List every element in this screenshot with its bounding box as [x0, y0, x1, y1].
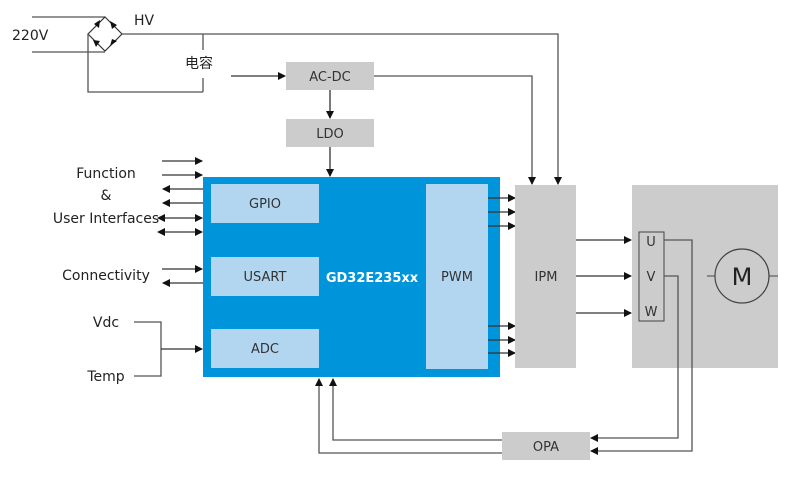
- opa-label: OPA: [533, 440, 559, 455]
- user-interfaces-label: User Interfaces: [53, 211, 159, 227]
- pwm-label: PWM: [441, 270, 473, 285]
- temp-label: Temp: [86, 369, 124, 385]
- pwm-block: PWM: [426, 184, 488, 369]
- ac-input-label: 220V: [12, 28, 49, 44]
- capacitor-label: 电容: [185, 55, 213, 72]
- ipm-to-motor-arrows: [576, 236, 632, 317]
- phase-terminal-box: [638, 231, 665, 322]
- bridge-rectifier-icon: [87, 16, 123, 52]
- adc-label: ADC: [251, 342, 279, 357]
- ldo-block: LDO: [286, 119, 374, 147]
- phase-w-label: W: [645, 305, 658, 320]
- ampersand-label: &: [101, 188, 112, 204]
- motor-label: M: [732, 263, 753, 291]
- gpio-block: GPIO: [211, 184, 319, 223]
- gpio-signal-arrows: [157, 157, 203, 236]
- opa-to-adc-wire-2: [315, 378, 502, 454]
- motor-block: U V W M: [632, 185, 778, 368]
- adc-block: ADC: [211, 329, 319, 368]
- phase-u-label: U: [646, 235, 656, 250]
- function-label: Function: [76, 166, 136, 182]
- opa-block: OPA: [502, 432, 590, 460]
- pwm-to-ipm-arrows: [488, 194, 516, 357]
- return-wire: [87, 34, 203, 93]
- ipm-block: IPM: [515, 185, 576, 368]
- acdc-label: AC-DC: [309, 70, 351, 85]
- opa-to-adc-wire-1: [329, 378, 502, 441]
- ac-input-lines: [32, 16, 105, 53]
- adc-input-wires: [134, 321, 203, 377]
- mcu-label: GD32E235xx: [326, 271, 419, 286]
- usart-label: USART: [244, 270, 287, 285]
- vdc-label: Vdc: [93, 315, 119, 331]
- phase-v-feedback-wire: [590, 275, 679, 442]
- acdc-to-ipm-wire: [374, 75, 536, 185]
- phase-v-label: V: [647, 270, 656, 285]
- motor-icon: M: [707, 248, 778, 304]
- gpio-label: GPIO: [249, 197, 281, 212]
- hv-label: HV: [134, 13, 155, 29]
- acdc-block: AC-DC: [286, 62, 374, 90]
- ldo-label: LDO: [316, 127, 344, 142]
- usart-signal-arrows: [162, 265, 203, 287]
- hv-rail-wire: [122, 33, 562, 185]
- usart-block: USART: [211, 257, 319, 296]
- connectivity-label: Connectivity: [62, 268, 150, 284]
- ipm-label: IPM: [535, 270, 558, 285]
- phase-u-feedback-wire: [590, 239, 693, 455]
